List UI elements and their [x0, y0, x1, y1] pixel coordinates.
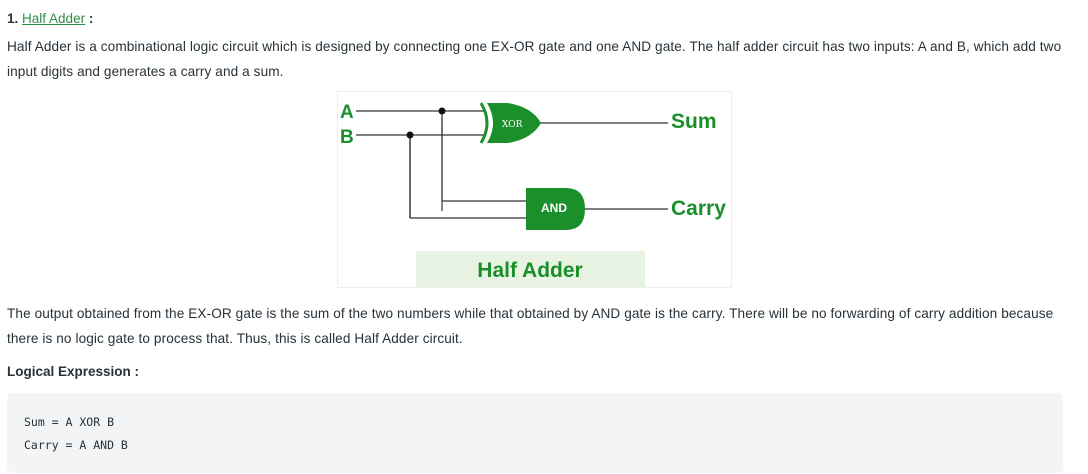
junction-a-dot [438, 107, 446, 115]
and-label: AND [541, 201, 567, 215]
code-line-sum: Sum = A XOR B [24, 415, 115, 429]
intro-paragraph: Half Adder is a combinational logic circ… [7, 39, 1062, 79]
sum-output-label: Sum [671, 110, 717, 133]
section-number: 1. [7, 11, 19, 26]
xor-label: XOR [502, 120, 523, 130]
junction-b-dot [406, 131, 414, 139]
xor-gate: XOR [479, 102, 541, 144]
section-heading: 1. Half Adder : [7, 11, 93, 26]
caption-background [416, 251, 645, 287]
carry-output-label: Carry [671, 197, 726, 220]
code-block: Sum = A XOR B Carry = A AND B [7, 393, 1063, 473]
heading-colon: : [85, 11, 94, 26]
circuit-svg: A B [340, 102, 726, 287]
input-b-label: B [340, 127, 354, 148]
logical-expression-heading: Logical Expression : [7, 364, 140, 379]
diagram-caption: Half Adder [477, 259, 582, 282]
input-a-label: A [340, 102, 354, 123]
code-line-carry: Carry = A AND B [24, 438, 128, 452]
explanation-paragraph: The output obtained from the EX-OR gate … [7, 306, 1054, 346]
half-adder-link[interactable]: Half Adder [22, 11, 86, 26]
and-gate: AND [526, 188, 585, 230]
half-adder-diagram: A B [338, 92, 731, 287]
